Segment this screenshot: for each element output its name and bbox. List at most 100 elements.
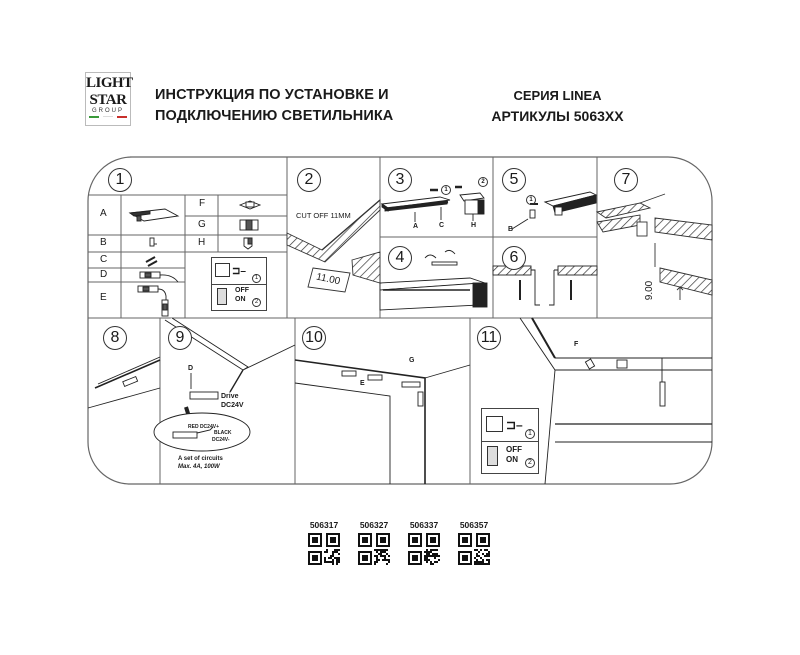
step8-drawing	[87, 356, 161, 409]
step10-callout-g: G	[409, 357, 415, 364]
logo-text-group: GROUP	[91, 108, 124, 114]
flag-red	[117, 116, 127, 118]
end-cap-icon	[243, 237, 253, 250]
part-label-g: G	[198, 219, 206, 230]
off-label: OFF	[235, 287, 249, 294]
title-line-2: ПОДКЛЮЧЕНИЮ СВЕТИЛЬНИКА	[155, 108, 394, 124]
drive-voltage-label: DC24V	[221, 402, 244, 409]
step5-callout-b: B	[508, 226, 514, 233]
corner-cap-icon	[239, 219, 259, 231]
step7-drawing	[595, 193, 713, 300]
switch-icon	[487, 446, 498, 466]
part-label-b: B	[100, 237, 107, 248]
grid-lines	[88, 157, 712, 484]
step6-drawing	[492, 265, 598, 306]
socket-icon	[486, 416, 503, 432]
part-label-h: H	[198, 237, 206, 248]
qr-code-icon	[358, 533, 390, 565]
qr-code-item[interactable]: 506327	[354, 520, 394, 565]
step3-drawing	[380, 185, 485, 222]
profile-cover-icon	[128, 208, 180, 222]
series-name: СЕРИЯ LINEA	[513, 88, 602, 103]
step4-drawing	[379, 249, 488, 311]
step9-callout-d: D	[188, 365, 194, 372]
article-code: 506327	[359, 520, 389, 530]
qr-code-item[interactable]: 506317	[304, 520, 344, 565]
part-label-f: F	[199, 198, 206, 209]
part-label-e: E	[100, 292, 107, 303]
lightstar-logo: LIGHT STAR GROUP	[85, 72, 133, 126]
power-connector-icon	[139, 271, 179, 283]
step-11-number: 11	[477, 326, 501, 350]
switch-step-number: 2	[252, 298, 261, 307]
part-label-a: A	[100, 208, 107, 219]
title-line-1: ИНСТРУКЦИЯ ПО УСТАНОВКЕ И	[155, 87, 389, 103]
circuit-max-note: Max. 4A, 100W	[178, 464, 220, 470]
step-10-number: 10	[302, 326, 326, 350]
black-wire-label: BLACK	[214, 430, 232, 436]
part-label-d: D	[100, 269, 108, 280]
step5-drawing	[511, 191, 598, 230]
article-code: 506317	[309, 520, 339, 530]
step3-callout-h: H	[471, 222, 477, 229]
article-numbers: АРТИКУЛЫ 5063XX	[491, 108, 624, 124]
logo-text-light: LIGHT	[86, 75, 133, 91]
step11-callout-f: F	[574, 341, 579, 348]
step11-drawing	[519, 317, 712, 485]
step-8-number: 8	[103, 326, 127, 350]
step-7-number: 7	[614, 168, 638, 192]
step10-callout-e: E	[360, 380, 365, 387]
step3-order-2: 2	[478, 177, 488, 187]
qr-code-item[interactable]: 506357	[454, 520, 494, 565]
connector-pins-icon	[145, 256, 158, 267]
power-instructions-11: ⊐– 1 OFF ON 2	[481, 408, 539, 474]
end-plug-icon	[149, 237, 157, 247]
unplug-step-number: 1	[525, 429, 535, 439]
step5-order-1: 1	[526, 195, 536, 205]
part-label-c: C	[100, 254, 108, 265]
qr-code-icon	[308, 533, 340, 565]
qr-code-icon	[458, 533, 490, 565]
logo-flag-stripe	[86, 116, 130, 119]
logo-text-star: STAR	[89, 92, 127, 108]
article-code: 506337	[409, 520, 439, 530]
switch-step-number: 2	[525, 458, 535, 468]
on-label: ON	[235, 296, 246, 303]
unplug-step-number: 1	[252, 274, 261, 283]
power-instructions-1: ⊐– 1 OFF ON 2	[211, 257, 267, 311]
plug-icon: ⊐–	[506, 418, 523, 432]
step3-callout-c: C	[439, 222, 445, 229]
flag-white	[103, 116, 113, 119]
socket-icon	[215, 263, 230, 277]
article-code: 506357	[459, 520, 489, 530]
spring-bracket-icon	[238, 200, 262, 210]
step2-drawing	[286, 199, 381, 293]
qr-code-icon	[408, 533, 440, 565]
step-6-number: 6	[502, 246, 526, 270]
red-wire-label: RED DC24V+	[188, 424, 219, 430]
corner-connector-icon	[137, 285, 169, 317]
document-title: ИНСТРУКЦИЯ ПО УСТАНОВКЕ И ПОДКЛЮЧЕНИЮ СВ…	[155, 85, 393, 127]
step-1-number: 1	[108, 168, 132, 192]
cut-off-note: CUT OFF 11MM	[296, 211, 351, 220]
step7-dimension: 9.00	[644, 280, 656, 301]
step10-drawing	[294, 359, 471, 484]
drive-label: Drive	[221, 393, 239, 400]
flag-green	[89, 116, 99, 118]
step-5-number: 5	[502, 168, 526, 192]
step-4-number: 4	[388, 246, 412, 270]
step3-callout-a: A	[413, 223, 419, 230]
circuit-note: A set of circuits	[178, 456, 223, 462]
plug-icon: ⊐–	[232, 266, 246, 277]
black-wire-voltage-label: DC24V-	[212, 437, 230, 443]
step3-order-1: 1	[441, 185, 451, 195]
switch-icon	[217, 288, 227, 305]
off-label: OFF	[506, 445, 522, 454]
step-2-number: 2	[297, 168, 321, 192]
series-info: СЕРИЯ LINEA АРТИКУЛЫ 5063XX	[480, 85, 635, 127]
step-3-number: 3	[388, 168, 412, 192]
step-9-number: 9	[168, 326, 192, 350]
qr-code-item[interactable]: 506337	[404, 520, 444, 565]
board-frame	[87, 156, 713, 485]
on-label: ON	[506, 455, 518, 464]
